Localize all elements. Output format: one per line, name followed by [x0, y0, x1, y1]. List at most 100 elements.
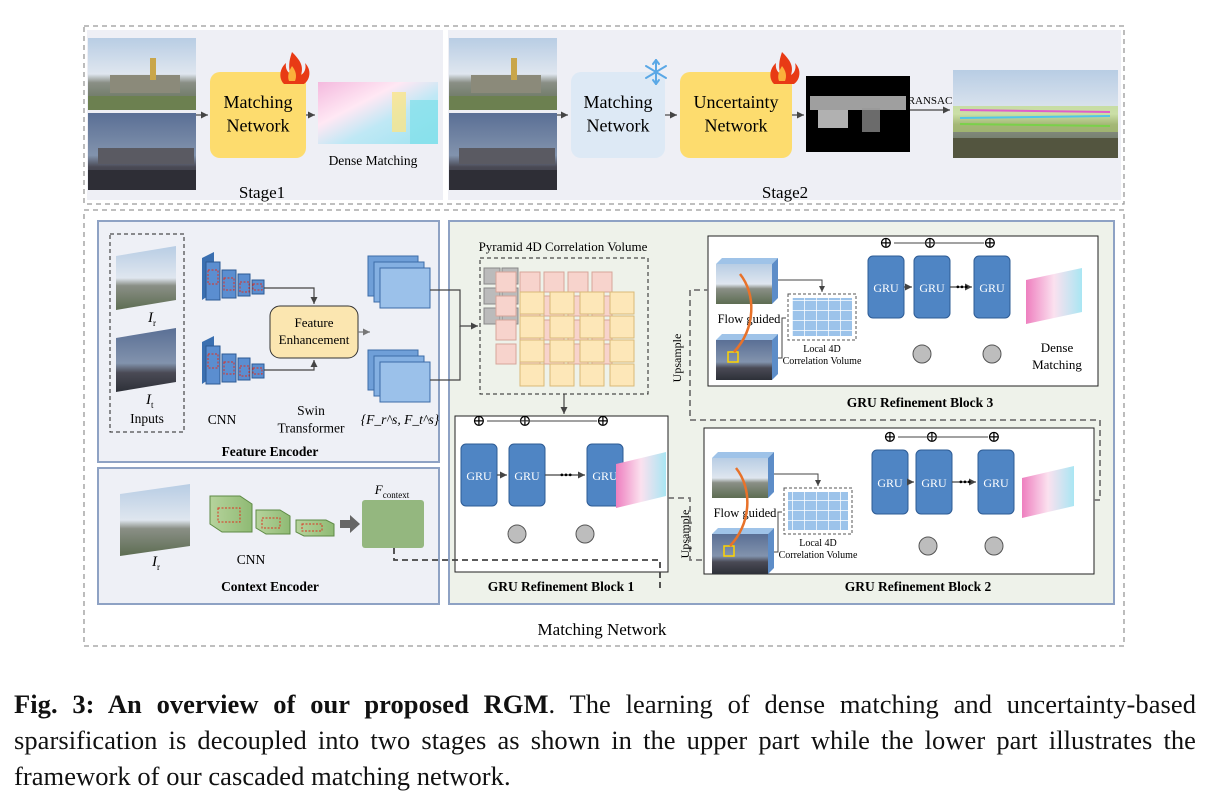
- feature-cnn-top: [202, 252, 265, 301]
- pyramid-title: Pyramid 4D Correlation Volume: [479, 239, 648, 254]
- feature-input-image-r: [116, 246, 176, 310]
- pyramid-cell-mid: [519, 271, 541, 293]
- cube-top: [712, 528, 774, 534]
- pyramid-cell-mid: [495, 271, 517, 293]
- fire-icon: [770, 52, 800, 84]
- local-4d-dashed: [783, 487, 853, 535]
- ransac-label: RANSAC: [908, 95, 953, 107]
- context-input-image-r: [120, 484, 190, 556]
- pyramid-correlation-grid: [483, 267, 635, 387]
- pyramid-cell-front: [579, 363, 605, 387]
- circle-plus-icon: ⊕: [987, 429, 1000, 446]
- inputs-label: Inputs: [130, 411, 164, 426]
- gru-state-circle: [982, 344, 1002, 364]
- pyramid-cell-front: [519, 339, 545, 363]
- gru-unit-label: GRU: [979, 281, 1005, 295]
- link: [778, 317, 786, 359]
- gru-block-1-title: GRU Refinement Block 1: [488, 579, 635, 594]
- pyramid-cell-mid: [495, 343, 517, 365]
- feature-ir-label: Ir: [147, 310, 156, 328]
- cube-side: [772, 258, 778, 304]
- stage1-image-target: [88, 113, 196, 190]
- gru-state-circle: [912, 344, 932, 364]
- context-cnn: [209, 495, 335, 537]
- pyramid-cell-front: [609, 363, 635, 387]
- flow-guide-arrow: [729, 467, 749, 547]
- gru-block-2-title: GRU Refinement Block 2: [845, 579, 992, 594]
- stage2-image-reference: [449, 38, 557, 110]
- pyramid-cell-front: [609, 291, 635, 315]
- cube-image-tgt: [712, 534, 768, 574]
- cube-side: [772, 334, 778, 380]
- pyramid-cell-front: [579, 315, 605, 339]
- context-dashed-connection: [393, 548, 661, 590]
- ellipsis: •••: [560, 468, 573, 482]
- stage2-matching-network-box: [571, 72, 665, 158]
- gru-block-1-units: GRU⊕GRU⊕GRU⊕•••: [460, 413, 624, 544]
- feature-map-stack-bottom: [367, 349, 431, 403]
- cube-top: [716, 334, 778, 340]
- pyramid-cell-front: [609, 339, 635, 363]
- flow-guide-arrow: [733, 273, 753, 353]
- cube-side: [768, 528, 774, 574]
- gru-unit-label: GRU: [919, 281, 945, 295]
- upsample-path-1: [668, 497, 704, 561]
- cube-top: [716, 258, 778, 264]
- context-encoder-title: Context Encoder: [221, 579, 319, 594]
- ellipsis: •••: [959, 475, 972, 489]
- gru-block-2-units: GRU⊕GRU⊕GRU⊕•••: [871, 429, 1015, 556]
- pyramid-cell-front: [519, 315, 545, 339]
- feature-input-image-t: [116, 328, 176, 392]
- search-window: [727, 351, 739, 363]
- ellipsis: •••: [956, 280, 969, 294]
- feature-map-stack-top: [367, 255, 431, 309]
- pyramid-cell-mid: [591, 271, 613, 293]
- feature-cnn-label: CNN: [208, 412, 237, 427]
- pyramid-cell-front: [519, 291, 545, 315]
- caption-text: . The learning of dense matching and unc…: [14, 689, 1196, 791]
- pyramid-cell-front: [549, 315, 575, 339]
- gru-block-3-title: GRU Refinement Block 3: [847, 395, 994, 410]
- local-4d-dashed: [787, 293, 857, 341]
- uncertainty-network-box: [680, 72, 792, 158]
- features-set-label: {F_r^s, F_t^s}: [361, 412, 440, 427]
- stage1-matching-network-box: [210, 72, 306, 158]
- feature-it-label: It: [145, 392, 154, 410]
- gru-unit-label: GRU: [921, 476, 947, 490]
- stage1-dense-matching-label: Dense Matching: [329, 153, 418, 168]
- gru-unit-label: GRU: [983, 476, 1009, 490]
- gru-block-1-output: [616, 452, 666, 508]
- upsample-label-1: Upsample: [678, 510, 692, 559]
- stage1-dense-matching-image: [318, 82, 438, 144]
- link: [774, 473, 821, 486]
- circle-plus-icon: ⊕: [983, 235, 996, 252]
- pyramid-cell-mid: [567, 271, 589, 293]
- pyramid-cell-front: [519, 363, 545, 387]
- upsample-path-2: [689, 289, 1101, 501]
- stage1-label: Stage1: [239, 183, 285, 202]
- context-arrow: [340, 515, 360, 533]
- f-context-label: Fcontext: [374, 482, 410, 500]
- cube-image-ref: [716, 264, 772, 304]
- feature-encoder-title: Feature Encoder: [222, 444, 319, 459]
- circle-plus-icon: ⊕: [596, 413, 609, 430]
- ransac-result-image: [953, 70, 1118, 158]
- circle-plus-icon: ⊕: [472, 413, 485, 430]
- context-ir-label: Ir: [151, 554, 160, 572]
- inputs-dashed-box: [109, 233, 185, 433]
- pyramid-cell-mid: [543, 271, 565, 293]
- context-cnn-label: CNN: [237, 552, 266, 567]
- stage2-label: Stage2: [762, 183, 808, 202]
- pyramid-cell-front: [549, 339, 575, 363]
- gru-unit: [973, 255, 1011, 319]
- gru-unit-label: GRU: [873, 281, 899, 295]
- pyramid-cell-front: [609, 315, 635, 339]
- caption-bold: Fig. 3: An overview of our proposed RGM: [14, 689, 549, 719]
- feature-cnn-bottom: [202, 336, 265, 385]
- matching-network-label: Matching Network: [538, 620, 667, 639]
